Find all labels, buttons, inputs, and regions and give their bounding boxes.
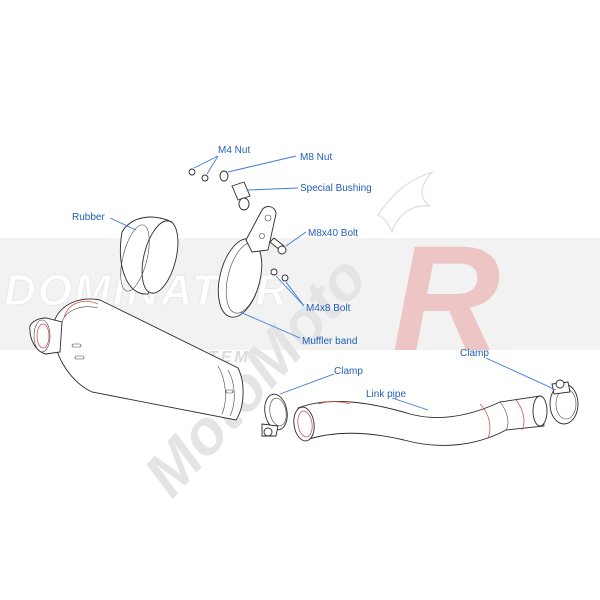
m4x8-bolt-2 <box>281 274 289 282</box>
label-link-pipe: Link pipe <box>366 389 406 400</box>
label-clamp-left: Clamp <box>334 366 363 377</box>
label-m4-nut: M4 Nut <box>218 145 250 156</box>
clamp-right-part <box>549 379 579 425</box>
leader-lines <box>109 155 557 411</box>
muffler-part <box>29 298 244 421</box>
m4-nut-1 <box>188 168 196 176</box>
special-bushing <box>231 181 251 201</box>
label-m8x40-bolt: M8x40 Bolt <box>308 228 358 239</box>
watermark-bird-icon <box>376 170 435 235</box>
hardware-parts <box>188 168 289 282</box>
m4x8-bolt-1 <box>270 268 278 276</box>
labels: M4 Nut M8 Nut Special Bushing Rubber M8x… <box>72 145 489 400</box>
watermark-r-letter: R <box>392 214 500 382</box>
m4-nut-2 <box>201 174 209 182</box>
clamp-left-part <box>261 393 288 437</box>
muffler-band-part <box>217 206 277 318</box>
label-muffler-band: Muffler band <box>302 336 357 347</box>
label-clamp-right: Clamp <box>460 348 489 359</box>
rubber-part <box>120 216 179 295</box>
m8-nut <box>219 170 229 182</box>
label-rubber: Rubber <box>72 212 105 223</box>
label-m8-nut: M8 Nut <box>300 152 332 163</box>
label-m4x8-bolt: M4x8 Bolt <box>306 303 351 314</box>
link-pipe-part <box>293 395 548 446</box>
label-special-bushing: Special Bushing <box>300 183 372 194</box>
